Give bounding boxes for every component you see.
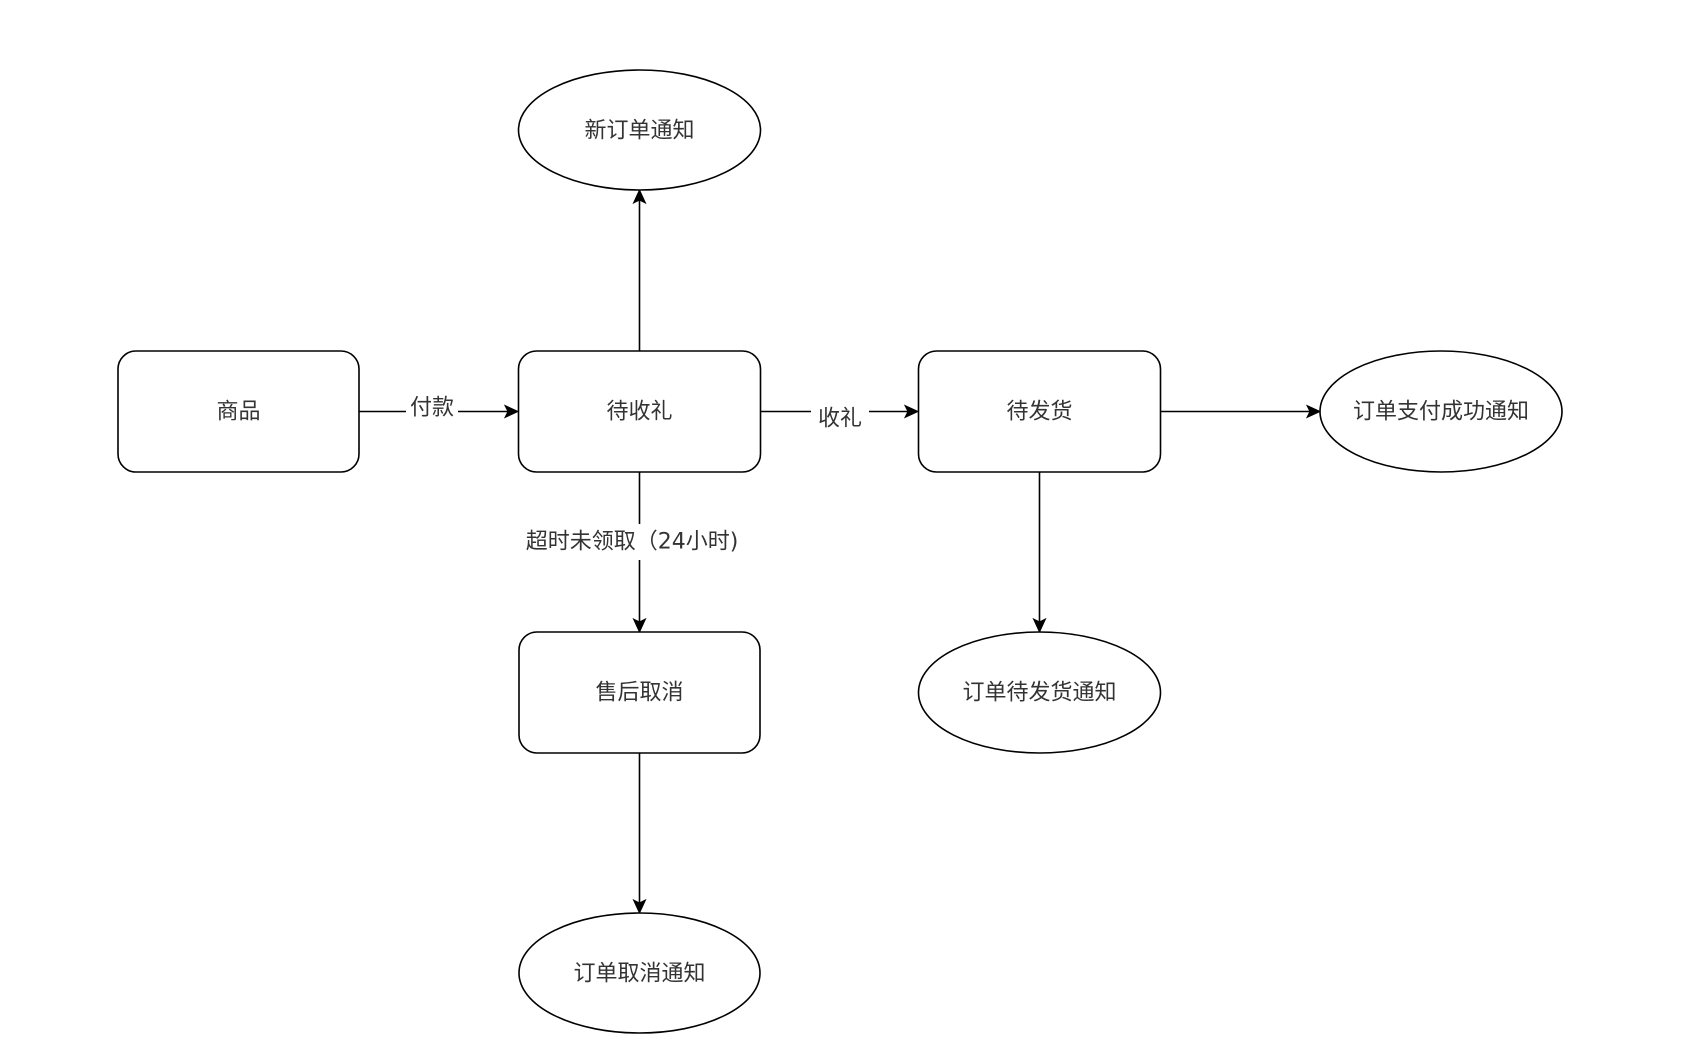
node-goods[interactable]: 商品	[117, 350, 360, 473]
node-cancel-notice[interactable]: 订单取消通知	[518, 912, 761, 1034]
node-shape	[1319, 350, 1563, 473]
node-label: 订单待发货通知	[962, 681, 1116, 706]
edge-after-sale-cancel-to-cancel-notice	[632, 753, 647, 915]
node-shape	[517, 69, 762, 191]
edge-pending-receive-to-new-order-notice	[632, 188, 647, 351]
node-pending-receive[interactable]: 待收礼	[517, 350, 762, 473]
node-label: 待收礼	[606, 400, 672, 425]
node-shape	[917, 350, 1162, 473]
edge-label-receive-gift: 收礼	[818, 407, 862, 432]
node-new-order-notice[interactable]: 新订单通知	[517, 69, 762, 191]
arrow-head-icon	[632, 898, 647, 915]
arrow-head-icon	[632, 617, 647, 634]
node-after-sale-cancel[interactable]: 售后取消	[518, 631, 761, 754]
node-label: 订单取消通知	[573, 962, 705, 987]
arrow-head-icon	[903, 404, 920, 419]
arrow-head-icon	[503, 404, 520, 419]
node-shape	[518, 912, 761, 1034]
node-shape	[518, 631, 761, 754]
arrow-head-icon	[632, 188, 647, 205]
node-label: 新订单通知	[584, 119, 694, 144]
node-label: 待发货	[1006, 400, 1072, 425]
arrow-head-icon	[1305, 404, 1322, 419]
node-label: 订单支付成功通知	[1353, 400, 1529, 425]
node-pay-success-notice[interactable]: 订单支付成功通知	[1319, 350, 1563, 473]
edge-pending-ship-to-pending-ship-notice	[1032, 472, 1047, 634]
edge-label-pay: 付款	[410, 396, 454, 421]
edge-goods-to-pending-receive: 付款	[359, 396, 520, 422]
node-shape	[117, 350, 360, 473]
node-label: 商品	[216, 400, 260, 425]
node-shape	[517, 350, 762, 473]
edge-pending-ship-to-pay-success-notice	[1161, 404, 1322, 419]
edge-label-timeout: 超时未领取（24小时)	[526, 530, 739, 555]
edge-pending-receive-to-pending-ship: 收礼	[761, 404, 920, 432]
node-pending-ship[interactable]: 待发货	[917, 350, 1162, 473]
arrow-head-icon	[1032, 617, 1047, 634]
edge-pending-receive-to-after-sale-cancel: 超时未领取（24小时)	[496, 472, 770, 634]
node-shape	[917, 631, 1162, 754]
node-pending-ship-notice[interactable]: 订单待发货通知	[917, 631, 1162, 754]
node-label: 售后取消	[595, 681, 683, 706]
